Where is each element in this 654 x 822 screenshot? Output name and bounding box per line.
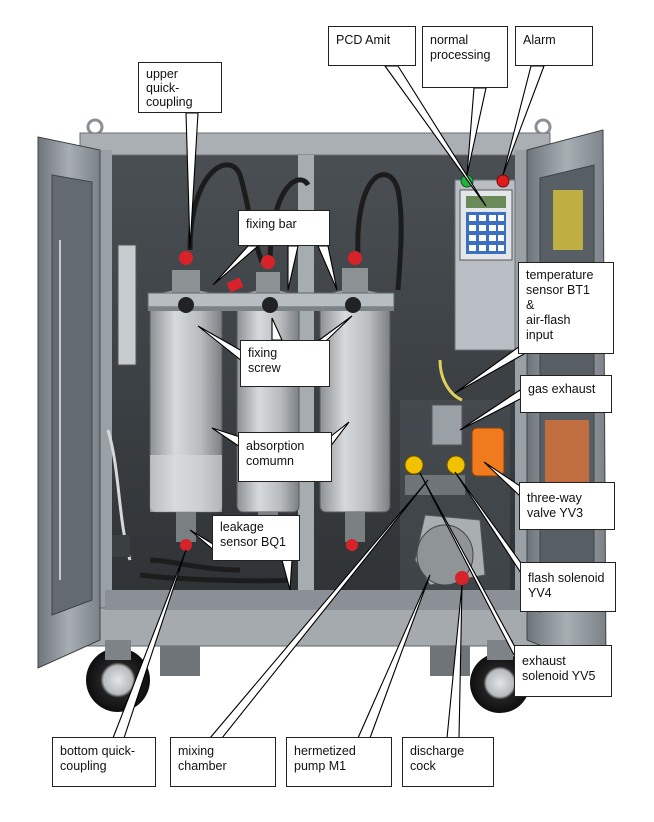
column-3 xyxy=(319,268,391,551)
leader-lines xyxy=(112,65,545,739)
callout-pcd-amit: PCD Amit xyxy=(328,26,416,66)
callout-hermetized-pump: hermetized pump M1 xyxy=(286,737,392,787)
leader-pcd-amit xyxy=(383,65,487,207)
base-rail xyxy=(105,590,530,610)
three-way-actuator xyxy=(471,427,505,477)
callout-leakage-sensor: leakage sensor BQ1 xyxy=(212,515,300,561)
callout-discharge-cock: discharge cock xyxy=(402,737,494,787)
top-frame xyxy=(79,132,551,156)
callout-upper-quick-coupling: upper quick- coupling xyxy=(138,62,222,113)
callout-flash-solenoid: flash solenoid YV4 xyxy=(520,562,616,612)
fixing-screw-1 xyxy=(178,297,194,313)
callout-absorption-column: absorption comumn xyxy=(238,432,332,482)
alarm-lamp xyxy=(496,174,510,188)
control-panel xyxy=(454,174,516,351)
leader-alarm xyxy=(502,65,545,176)
coupling-cap-1 xyxy=(179,251,193,265)
base-leg-left xyxy=(160,646,200,676)
callout-alarm: Alarm xyxy=(515,26,593,66)
frame-post-left xyxy=(100,150,112,620)
callout-normal-processing: normal processing xyxy=(422,26,508,88)
frame-post-center xyxy=(298,155,314,620)
callout-three-way-valve: three-way valve YV3 xyxy=(519,482,615,530)
left-door xyxy=(37,136,101,669)
callout-exhaust-solenoid: exhaust solenoid YV5 xyxy=(514,645,612,697)
callout-bottom-quick-coupling: bottom quick- coupling xyxy=(52,737,156,787)
coupling-cap-3 xyxy=(348,251,362,265)
fixing-screw-3 xyxy=(345,297,361,313)
coupling-cap-2 xyxy=(261,255,275,269)
column-2 xyxy=(236,272,300,551)
pcd-display xyxy=(466,196,506,208)
discharge-cock-valve xyxy=(455,571,469,585)
lifting-eye-right xyxy=(534,118,552,136)
callout-mixing-chamber: mixing chamber xyxy=(170,737,276,787)
left-bay-devices xyxy=(106,244,137,561)
base-leg-right xyxy=(430,646,470,676)
exhaust-solenoid-body xyxy=(446,455,466,475)
leader-fixing-bar-3 xyxy=(317,245,338,291)
valve-assembly xyxy=(400,359,510,590)
leader-fixing-bar-1 xyxy=(212,245,260,286)
leader-upper-quick-coupling xyxy=(185,112,199,249)
callout-temperature-sensor: temperature sensor BT1 & air-flash input xyxy=(518,262,614,354)
pcd-keypad xyxy=(466,212,506,254)
leader-fixing-bar-2 xyxy=(287,245,299,291)
callout-fixing-bar: fixing bar xyxy=(238,210,330,246)
leader-normal-processing xyxy=(466,87,487,176)
callout-fixing-screw: fixing screw xyxy=(240,340,330,387)
flash-solenoid-body xyxy=(404,455,424,475)
fixing-bar xyxy=(147,292,395,313)
fixing-screw-2 xyxy=(262,297,278,313)
callout-gas-exhaust: gas exhaust xyxy=(520,375,612,413)
door-sticker xyxy=(553,190,583,250)
lifting-eye-left xyxy=(86,118,104,136)
